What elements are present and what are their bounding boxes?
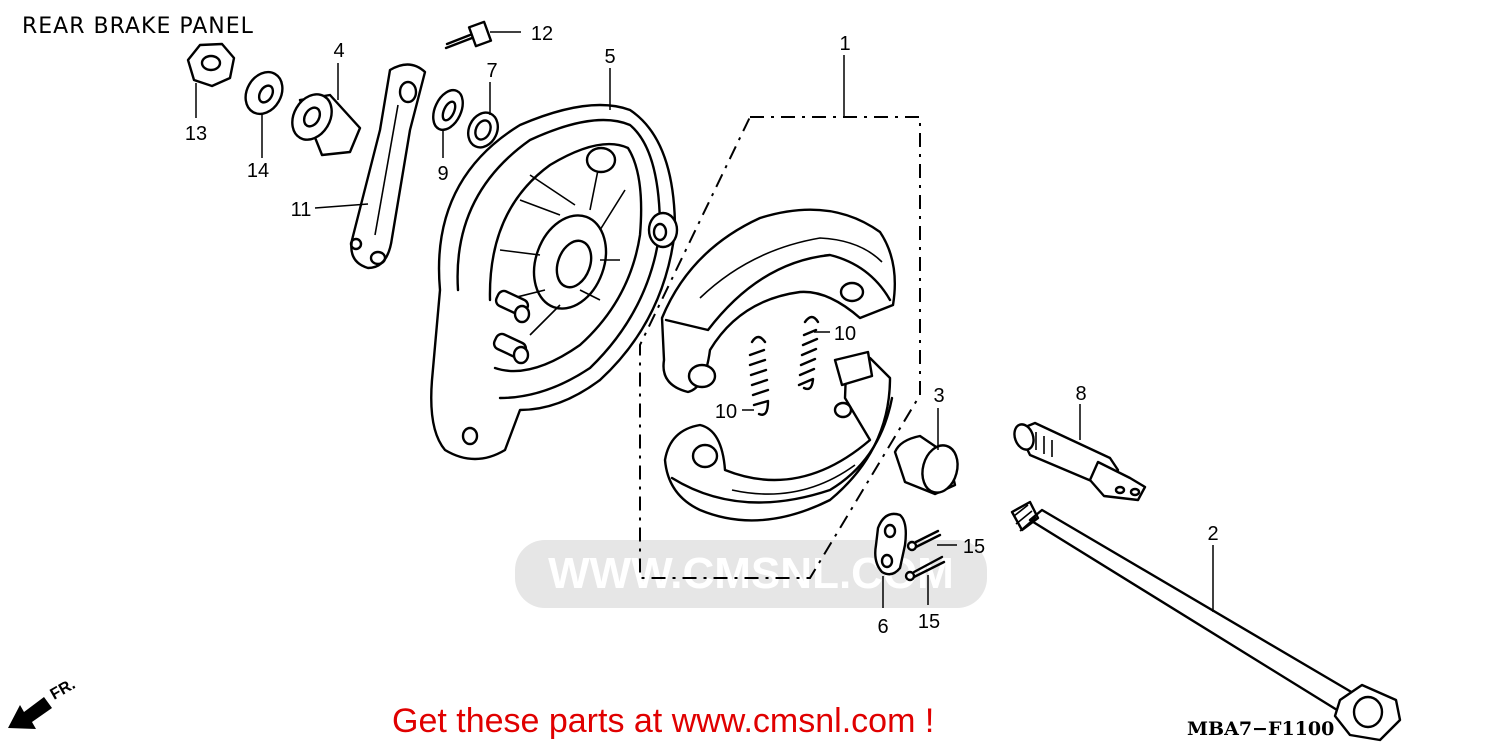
callout-4: 4: [333, 40, 344, 62]
part-10-spring-lower[interactable]: [748, 335, 770, 416]
leader-lines: [195, 31, 1214, 612]
part-10-spring-upper[interactable]: [797, 315, 820, 391]
diagram-code: MBA7−F1100: [1187, 718, 1335, 740]
part-5-brake-panel[interactable]: [430, 103, 679, 461]
callout-numbers: 13 14 4 11 12 9 7 5 1 10 10 3 8 2 6 15 1…: [185, 23, 1219, 638]
callout-3: 3: [933, 385, 944, 407]
callout-13: 13: [185, 123, 207, 145]
part-11-torque-link[interactable]: [349, 63, 427, 270]
part-8-brake-cam[interactable]: [1011, 421, 1147, 502]
part-15-cotter-pin-upper[interactable]: [906, 529, 942, 552]
front-arrow-label: FR.: [48, 676, 79, 704]
callout-5: 5: [604, 46, 615, 68]
promo-link[interactable]: Get these parts at www.cmsnl.com !: [392, 702, 935, 740]
callout-14: 14: [247, 160, 269, 182]
part-2-axle[interactable]: [1010, 500, 1402, 742]
part-1-group-boundary: [639, 116, 921, 579]
part-7-o-ring[interactable]: [463, 108, 504, 152]
part-9-seal[interactable]: [427, 85, 468, 134]
part-12-bolt[interactable]: [444, 20, 493, 50]
callout-2: 2: [1207, 523, 1218, 545]
callout-7: 7: [486, 60, 497, 82]
callout-10-lower: 10: [715, 401, 737, 423]
front-arrow: FR.: [8, 676, 78, 729]
watermark: WWW.CMSNL.COM: [515, 540, 987, 608]
callout-12: 12: [531, 23, 553, 45]
part-1-brake-shoe-lower[interactable]: [663, 350, 894, 522]
callout-15-upper: 15: [963, 536, 985, 558]
part-14-washer[interactable]: [238, 65, 289, 120]
part-13-nut[interactable]: [186, 42, 236, 88]
callout-9: 9: [437, 163, 448, 185]
panel-pivot-stud-lower: [492, 332, 530, 365]
panel-pivot-stud-upper: [494, 289, 531, 324]
diagram-title: REAR BRAKE PANEL: [22, 14, 254, 39]
callout-10-upper: 10: [834, 323, 856, 345]
callout-6: 6: [877, 616, 888, 638]
part-3-collar[interactable]: [893, 434, 963, 497]
part-6-plate[interactable]: [874, 512, 908, 576]
callout-11: 11: [291, 199, 312, 221]
part-4-collar[interactable]: [284, 87, 362, 157]
part-15-cotter-pin-lower[interactable]: [904, 555, 946, 582]
callout-1: 1: [839, 33, 850, 55]
part-1-brake-shoe-upper[interactable]: [660, 208, 896, 394]
callout-15-lower: 15: [918, 611, 940, 633]
callout-8: 8: [1075, 383, 1086, 405]
